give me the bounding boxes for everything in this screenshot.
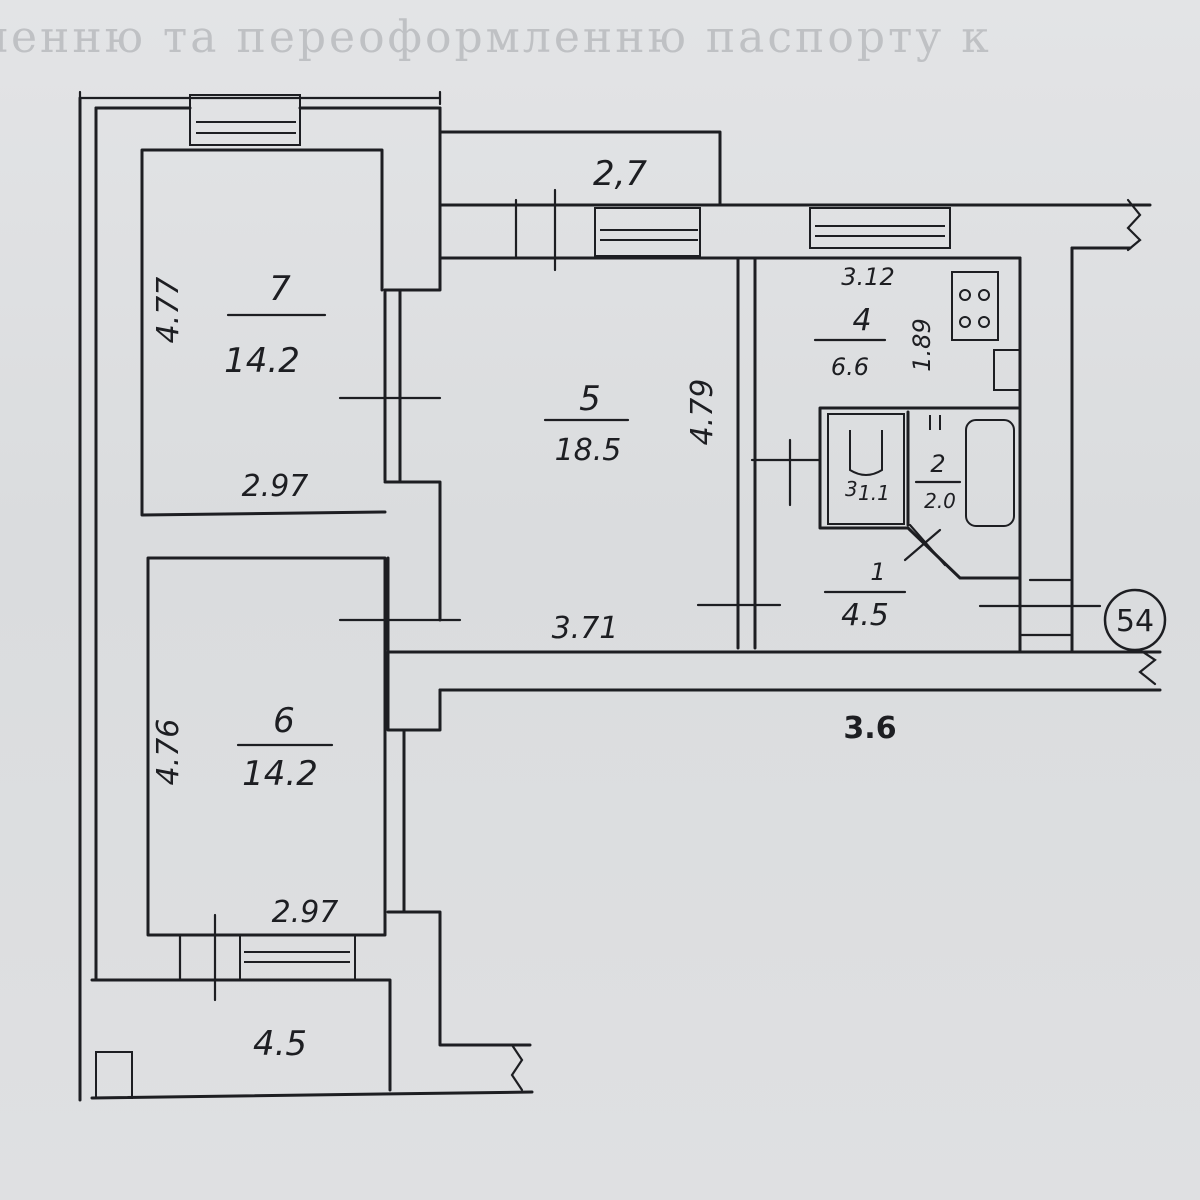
room-4: 3.12 4 6.6 1.89 — [813, 263, 936, 381]
room-7-width: 2.97 — [242, 469, 309, 504]
balcony-area: 4.5 — [253, 1024, 307, 1064]
room-5: 5 18.5 4.79 3.71 — [543, 379, 720, 646]
room-6-length: 4.76 — [151, 719, 186, 786]
room-5-length: 4.79 — [685, 379, 720, 446]
room-2-number: 2 — [930, 450, 945, 478]
room-7-number: 7 — [269, 269, 291, 309]
room-6: 6 14.2 4.76 2.97 — [151, 701, 338, 930]
room-1: 1 4.5 — [823, 558, 907, 633]
room-6-area: 14.2 — [242, 754, 318, 794]
room-2: 2 2.0 — [914, 450, 962, 513]
room-7: 7 14.2 4.77 2.97 — [151, 269, 327, 504]
room-3-area: 1.1 — [858, 481, 890, 505]
room-1-area: 4.5 — [841, 598, 889, 633]
room-4-length: 1.89 — [908, 318, 936, 371]
room-7-area: 14.2 — [224, 341, 300, 381]
room-5-number: 5 — [579, 379, 601, 419]
room-6-width: 2.97 — [272, 895, 339, 930]
room-5-width: 3.71 — [552, 611, 619, 646]
room-3: 3 1.1 — [845, 477, 890, 505]
room-5-area: 18.5 — [555, 433, 622, 468]
room-4-area: 6.6 — [831, 353, 869, 381]
room-6-number: 6 — [273, 701, 295, 741]
outer-walls — [78, 90, 1162, 1102]
room-4-width: 3.12 — [841, 263, 894, 291]
room-7-length: 4.77 — [151, 277, 186, 344]
balcony: 4.5 — [253, 1024, 307, 1064]
room-2-area: 2.0 — [924, 489, 956, 513]
dimensions: 2,7 3.6 — [593, 154, 897, 746]
room-3-number: 3 — [845, 477, 858, 501]
apartment-number-badge: 54 — [1103, 588, 1167, 652]
header-text: ленню та переоформленню паспорту к — [0, 12, 992, 63]
room-1-number: 1 — [870, 558, 885, 586]
room-4-number: 4 — [852, 303, 871, 338]
top-segment-dimension: 2,7 — [593, 154, 647, 194]
apartment-number: 54 — [1116, 604, 1154, 639]
corridor-dimension: 3.6 — [843, 711, 896, 746]
